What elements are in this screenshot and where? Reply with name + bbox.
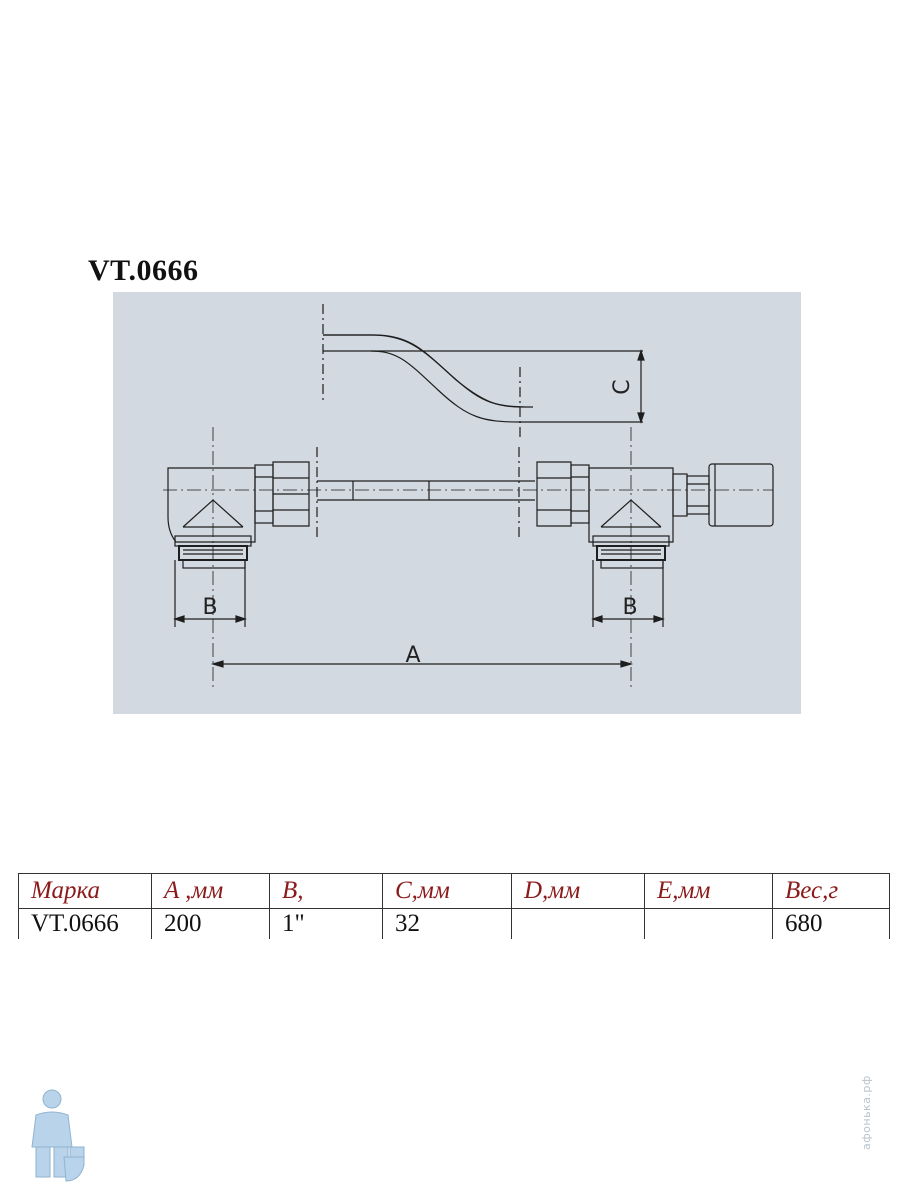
- dimension-b-left: [173, 560, 247, 627]
- header-e: E,мм: [644, 873, 773, 909]
- table-row: VT.0666 200 1" 32 680: [18, 908, 890, 939]
- dim-label-b-right: B: [622, 595, 637, 620]
- header-d: D,мм: [511, 873, 645, 909]
- header-c: C,мм: [382, 873, 512, 909]
- header-a: A ,мм: [151, 873, 270, 909]
- cell-b: 1": [269, 908, 383, 939]
- straight-pipe: [316, 447, 535, 538]
- plumber-mascot-icon: [31, 1089, 85, 1182]
- drawing-svg: A B B C: [163, 304, 774, 687]
- dimension-c: [637, 349, 645, 424]
- cell-a: 200: [151, 908, 270, 939]
- dimension-b-right: [591, 560, 665, 627]
- header-weight: Вес,г: [772, 873, 890, 909]
- technical-drawing: A B B C: [113, 292, 801, 714]
- offset-pipe-top-view: [322, 304, 643, 438]
- watermark-text: афонька.рф: [860, 1075, 873, 1150]
- cell-brand: VT.0666: [18, 908, 152, 939]
- left-elbow-fitting: [167, 427, 310, 687]
- spec-table-header: Марка A ,мм B, C,мм D,мм E,мм Вес,г: [18, 873, 890, 909]
- header-brand: Марка: [18, 873, 152, 909]
- product-title: VT.0666: [88, 254, 199, 287]
- right-tee-fitting: [536, 427, 774, 687]
- cell-c: 32: [382, 908, 512, 939]
- cell-e: [644, 908, 773, 939]
- header-b: B,: [269, 873, 383, 909]
- dim-label-b-left: B: [202, 595, 217, 620]
- dim-label-a: A: [405, 643, 420, 668]
- dimension-a: [210, 660, 634, 668]
- dim-label-c: C: [610, 379, 635, 394]
- cell-weight: 680: [772, 908, 890, 939]
- spec-table: Марка A ,мм B, C,мм D,мм E,мм Вес,г VT.0…: [18, 873, 890, 939]
- cell-d: [511, 908, 645, 939]
